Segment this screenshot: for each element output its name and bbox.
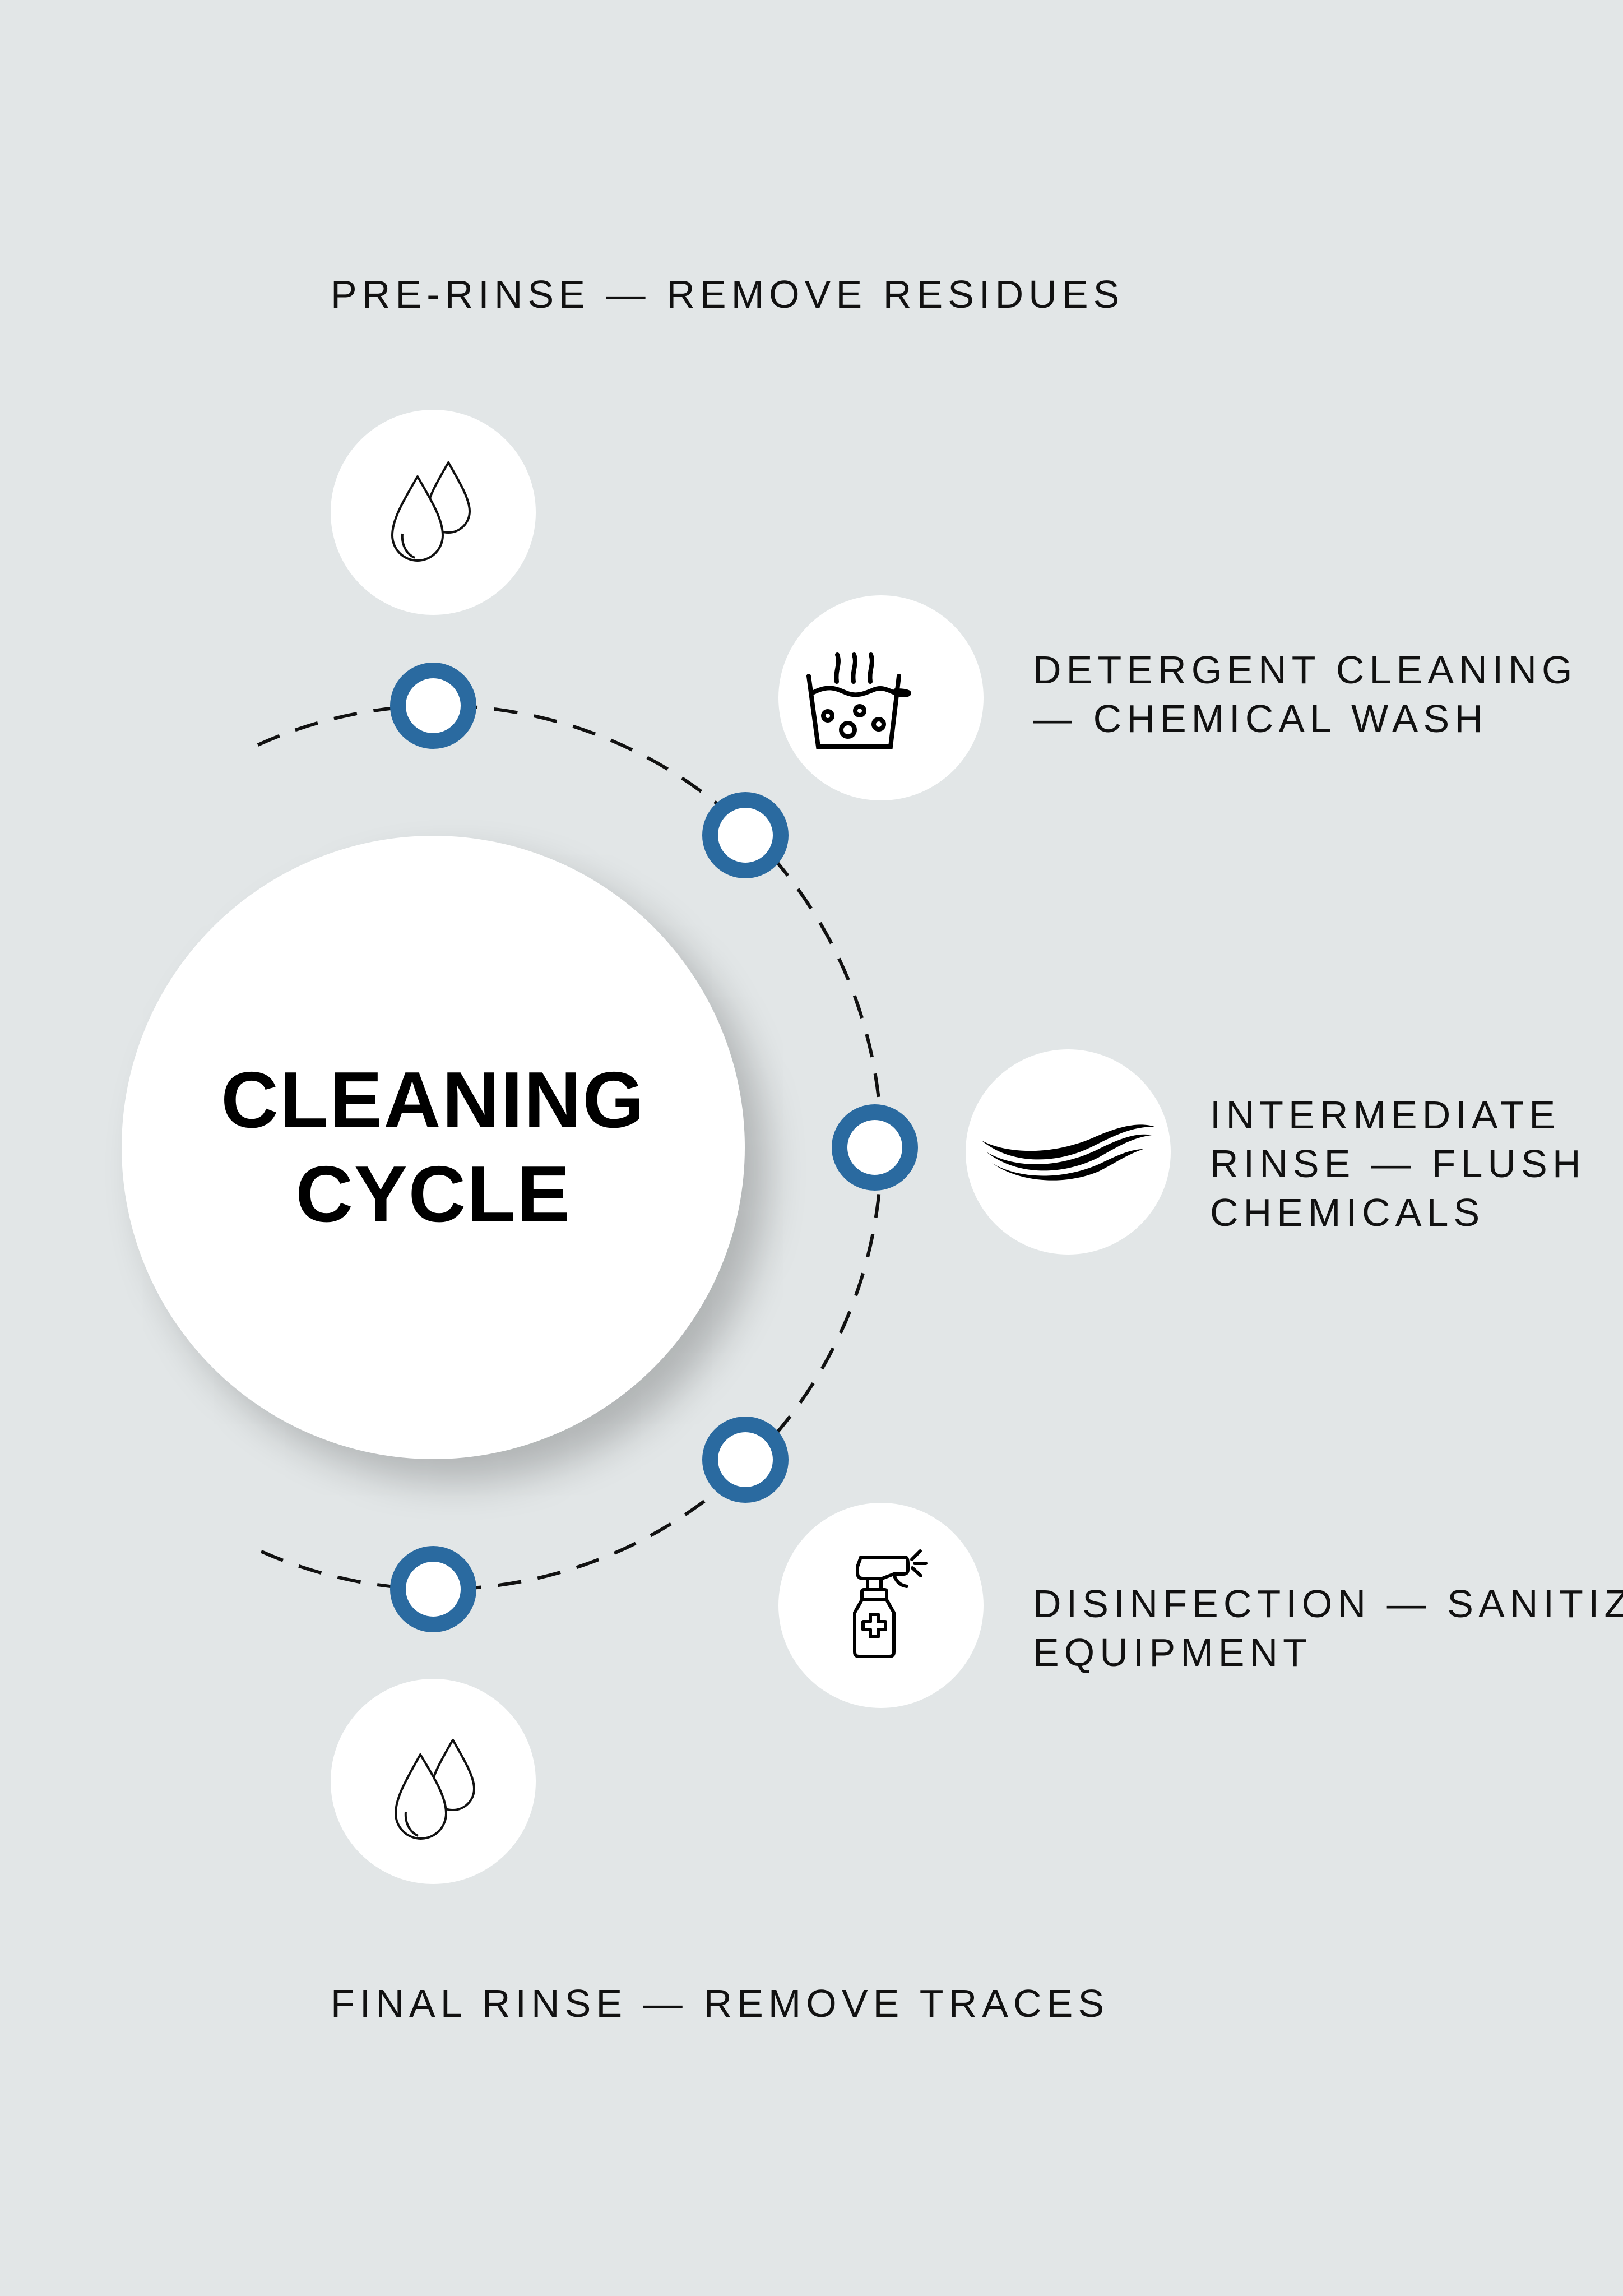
step-node-2 <box>702 792 789 878</box>
step-label-line: DETERGENT CLEANING <box>1033 648 1578 692</box>
step-label-line: PRE-RINSE — REMOVE RESIDUES <box>331 272 1125 316</box>
step-node-3 <box>832 1104 918 1191</box>
step-label-disinfection: DISINFECTION — SANITIZE EQUIPMENT <box>1033 1580 1623 1677</box>
step-label-line: FINAL RINSE — REMOVE TRACES <box>331 1982 1110 2025</box>
step-label-line: INTERMEDIATE <box>1210 1093 1561 1137</box>
spray-bottle-icon <box>853 1549 928 1658</box>
step-node-5 <box>390 1546 476 1632</box>
step-label-pre-rinse: PRE-RINSE — REMOVE RESIDUES <box>331 270 1124 319</box>
cleaning-cycle-hub: CLEANING CYCLE <box>122 836 745 1459</box>
step-label-line: EQUIPMENT <box>1033 1631 1313 1674</box>
step-label-line: DISINFECTION — SANITIZE <box>1033 1582 1623 1626</box>
hot-wash-basin-icon <box>806 652 911 749</box>
icon-circle-disinfection <box>778 1503 984 1708</box>
step-label-detergent: DETERGENT CLEANING — CHEMICAL WASH <box>1033 646 1578 743</box>
water-drops-icon <box>391 461 471 562</box>
step-label-line: — CHEMICAL WASH <box>1033 697 1488 740</box>
title-line-1: CLEANING <box>221 1056 646 1145</box>
step-label-final-rinse: FINAL RINSE — REMOVE TRACES <box>331 1979 1109 2028</box>
step-label-line: CHEMICALS <box>1210 1191 1485 1234</box>
cycle-dashed-arc <box>257 704 883 1591</box>
step-node-1 <box>390 663 476 749</box>
step-node-4 <box>702 1417 789 1503</box>
title-line-2: CYCLE <box>295 1150 571 1239</box>
water-drops-icon <box>395 1739 475 1840</box>
icon-circle-detergent <box>778 595 984 800</box>
water-flow-icon <box>982 1124 1154 1181</box>
step-label-line: RINSE — FLUSH <box>1210 1142 1586 1186</box>
step-label-intermediate: INTERMEDIATE RINSE — FLUSH CHEMICALS <box>1210 1091 1586 1237</box>
